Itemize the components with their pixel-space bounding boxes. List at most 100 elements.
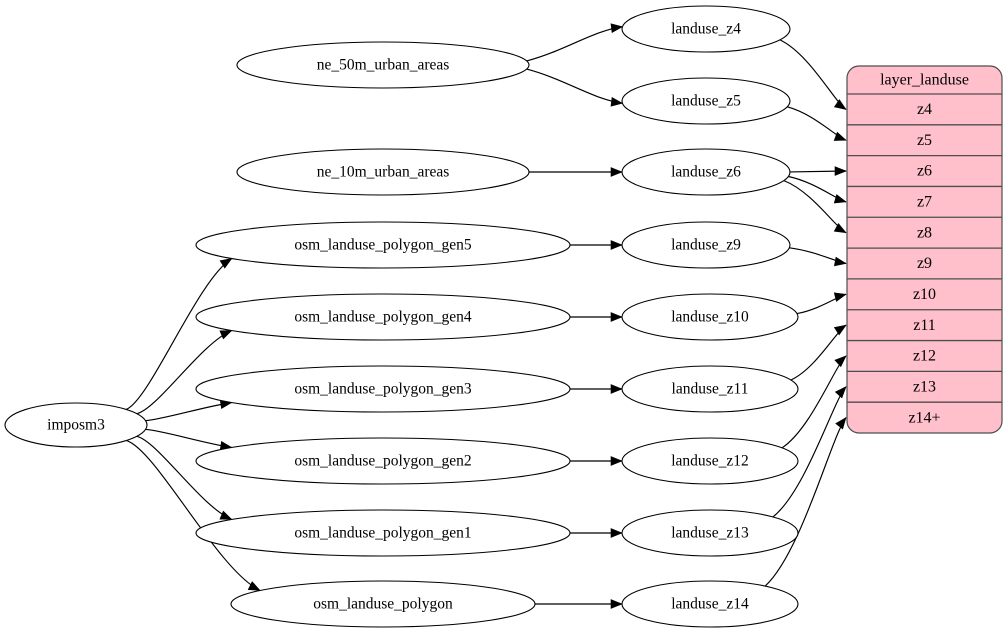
layer-landuse-table[interactable]: layer_landusez4z5z6z7z8z9z10z11z12z13z14…: [846, 65, 1003, 434]
edge-line: [125, 258, 233, 410]
edge-landuse_z14-to-row-z14+: [764, 416, 847, 587]
edge-arrowhead: [610, 456, 623, 466]
edge-osm_landuse_polygon-to-landuse_z14: [535, 599, 623, 609]
node-ellipse: [621, 148, 791, 196]
edge-line: [126, 439, 261, 592]
edge-line: [136, 329, 232, 415]
edge-landuse_z9-to-row-z9: [789, 247, 847, 267]
edge-arrowhead: [219, 510, 233, 520]
node-ellipse: [195, 293, 571, 341]
edge-imposm3-to-osm_landuse_polygon: [126, 439, 261, 592]
edge-ne_10m_urban_areas-to-landuse_z6: [529, 167, 623, 177]
edge-ne_50m_urban_areas-to-landuse_z4: [526, 23, 624, 62]
node-landuse_z9[interactable]: landuse_z9: [621, 221, 791, 269]
edge-arrowhead: [833, 223, 847, 234]
edge-osm_landuse_polygon_gen4-to-landuse_z10: [570, 312, 623, 322]
node-ellipse: [195, 365, 571, 413]
node-ne_50m_urban_areas[interactable]: ne_50m_urban_areas: [236, 41, 530, 89]
node-imposm3[interactable]: imposm3: [4, 402, 148, 448]
node-ellipse: [230, 580, 536, 628]
node-ellipse: [621, 509, 799, 557]
node-osm_landuse_polygon[interactable]: osm_landuse_polygon: [230, 580, 536, 628]
node-ellipse: [195, 221, 571, 269]
edge-arrowhead: [833, 99, 847, 110]
edge-landuse_z11-to-row-z11: [790, 324, 847, 381]
edge-landuse_z6-to-row-z6: [789, 166, 847, 176]
edge-line: [145, 401, 232, 422]
edge-arrowhead: [834, 386, 847, 399]
edge-imposm3-to-osm_landuse_polygon_gen1: [136, 435, 233, 521]
node-ellipse: [195, 509, 571, 557]
edge-landuse_z10-to-row-z10: [796, 292, 847, 315]
node-ellipse: [621, 77, 791, 125]
edge-line: [136, 435, 232, 521]
nodes-layer: imposm3 ne_50m_urban_areas ne_10m_urban_ar…: [4, 5, 799, 628]
edge-line: [764, 417, 847, 587]
edge-landuse_z4-to-row-z4: [779, 39, 847, 110]
node-landuse_z5[interactable]: landuse_z5: [621, 77, 791, 125]
edge-arrowhead: [833, 324, 847, 336]
node-osm_landuse_polygon_gen2[interactable]: osm_landuse_polygon_gen2: [195, 437, 571, 485]
node-osm_landuse_polygon_gen5[interactable]: osm_landuse_polygon_gen5: [195, 221, 571, 269]
edge-landuse_z13-to-row-z13: [772, 386, 847, 518]
edge-line: [145, 428, 232, 449]
node-ellipse: [621, 437, 799, 485]
node-ellipse: [621, 5, 791, 53]
node-ellipse: [236, 148, 530, 196]
edge-arrowhead: [610, 240, 623, 250]
edge-ne_50m_urban_areas-to-landuse_z5: [526, 68, 624, 107]
node-landuse_z4[interactable]: landuse_z4: [621, 5, 791, 53]
edge-arrowhead: [247, 581, 261, 591]
node-osm_landuse_polygon_gen3[interactable]: osm_landuse_polygon_gen3: [195, 365, 571, 413]
edges-layer: [125, 23, 847, 609]
edge-osm_landuse_polygon_gen2-to-landuse_z12: [570, 456, 623, 466]
node-landuse_z14[interactable]: landuse_z14: [621, 580, 799, 628]
edge-line: [783, 180, 847, 234]
node-ellipse: [621, 365, 799, 413]
node-ellipse: [621, 293, 799, 341]
node-landuse_z10[interactable]: landuse_z10: [621, 293, 799, 341]
edge-arrowhead: [834, 166, 847, 176]
node-landuse_z11[interactable]: landuse_z11: [621, 365, 799, 413]
edge-imposm3-to-osm_landuse_polygon_gen2: [145, 428, 233, 451]
node-landuse_z6[interactable]: landuse_z6: [621, 148, 791, 196]
node-osm_landuse_polygon_gen1[interactable]: osm_landuse_polygon_gen1: [195, 509, 571, 557]
node-ne_10m_urban_areas[interactable]: ne_10m_urban_areas: [236, 148, 530, 196]
node-osm_landuse_polygon_gen4[interactable]: osm_landuse_polygon_gen4: [195, 293, 571, 341]
node-ellipse: [621, 580, 799, 628]
edge-arrowhead: [610, 312, 623, 322]
edge-arrowhead: [610, 528, 623, 538]
edge-arrowhead: [833, 194, 847, 204]
node-landuse_z13[interactable]: landuse_z13: [621, 509, 799, 557]
edge-landuse_z12-to-row-z12: [781, 355, 847, 449]
edge-osm_landuse_polygon_gen5-to-landuse_z9: [570, 240, 623, 250]
node-ellipse: [236, 41, 530, 89]
edge-imposm3-to-osm_landuse_polygon_gen3: [145, 399, 233, 422]
table-background: [846, 65, 1003, 434]
edge-arrowhead: [610, 23, 624, 33]
edge-arrowhead: [834, 256, 847, 267]
edge-osm_landuse_polygon_gen1-to-landuse_z13: [570, 528, 623, 538]
edge-arrowhead: [610, 97, 624, 107]
edge-imposm3-to-osm_landuse_polygon_gen4: [136, 329, 233, 415]
edge-line: [781, 355, 847, 449]
edge-arrowhead: [610, 384, 623, 394]
node-ellipse: [195, 437, 571, 485]
edge-imposm3-to-osm_landuse_polygon_gen5: [125, 258, 233, 410]
edge-arrowhead: [219, 258, 233, 269]
edge-osm_landuse_polygon_gen3-to-landuse_z11: [570, 384, 623, 394]
edge-arrowhead: [219, 330, 233, 340]
edge-arrowhead: [835, 416, 847, 430]
node-ellipse: [621, 221, 791, 269]
edge-line: [790, 324, 847, 381]
node-landuse_z12[interactable]: landuse_z12: [621, 437, 799, 485]
edge-landuse_z5-to-row-z5: [787, 106, 847, 141]
edge-line: [526, 26, 623, 62]
edge-arrowhead: [610, 167, 623, 177]
edge-landuse_z6-to-row-z7: [788, 175, 847, 204]
node-ellipse: [4, 402, 148, 448]
edge-arrowhead: [834, 355, 847, 368]
edge-line: [526, 68, 623, 104]
